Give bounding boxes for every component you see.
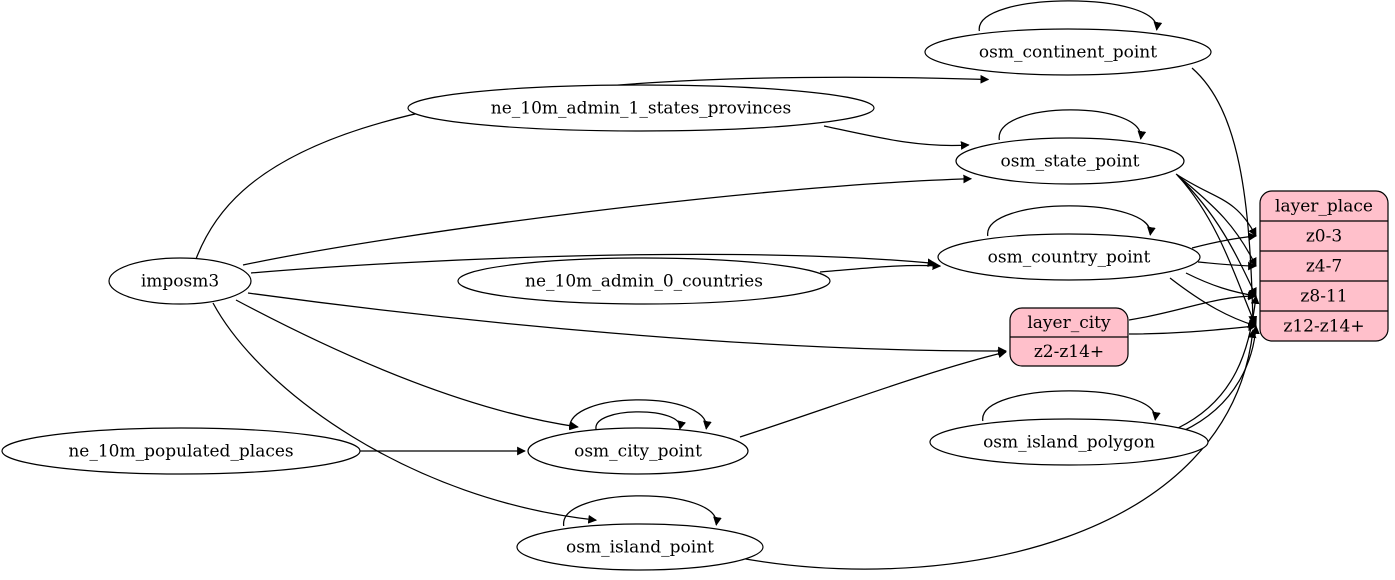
edge-imposm3-to-osm_continent_point-0: [195, 74, 990, 260]
edge-imposm3-to-osm_island_point-5: [212, 302, 598, 524]
node-ne_states[interactable]: ne_10m_admin_1_states_provinces: [407, 84, 875, 132]
edges-layer: [195, 0, 1260, 570]
edge-ne_states-to-osm_state_point-6: [823, 125, 970, 150]
edge-ne_countries-to-osm_country_point-7: [819, 261, 942, 273]
edge-osm_country_point-to-layer_place-z8-11-23: [1185, 272, 1257, 300]
edge-osm_state_point-to-layer_place-z12-z14+-20: [1178, 176, 1257, 327]
node-osm_island_point[interactable]: osm_island_point: [516, 523, 764, 571]
edge-osm_island_point-to-layer_place-z12-z14+-29: [739, 329, 1257, 570]
edge-osm_island_polygon-to-osm_island_polygon-15: [982, 390, 1161, 422]
edge-layer_city-to-layer_place-z12-z14+-26: [1128, 322, 1257, 335]
edge-osm_state_point-to-layer_place-z0-3-17: [1175, 173, 1257, 237]
edge-osm_country_point-to-osm_country_point-11: [987, 205, 1156, 237]
edge-osm_city_point-to-osm_city_point-12: [569, 399, 712, 431]
node-osm_city_point[interactable]: osm_city_point: [527, 427, 749, 475]
node-ne_places[interactable]: ne_10m_populated_places: [1, 427, 361, 475]
edge-osm_state_point-to-osm_state_point-10: [998, 109, 1147, 141]
node-imposm3[interactable]: imposm3: [108, 257, 252, 305]
edge-osm_state_point-to-layer_place-z8-11-19: [1177, 175, 1257, 297]
edge-imposm3-to-osm_state_point-1: [242, 174, 973, 266]
node-osm_state_point[interactable]: osm_state_point: [955, 137, 1185, 185]
node-osm_continent_point[interactable]: osm_continent_point: [924, 28, 1212, 76]
edge-osm_state_point-to-layer_place-z4-7-18: [1176, 174, 1257, 267]
node-ne_countries[interactable]: ne_10m_admin_0_countries: [457, 257, 831, 305]
edge-osm_city_point-to-osm_city_point-13: [595, 411, 686, 431]
node-osm_country_point[interactable]: osm_country_point: [937, 233, 1201, 281]
edge-osm_island_polygon-to-layer_place-z12-z14+-28: [1182, 325, 1260, 432]
edge-osm_island_polygon-to-layer_place-z8-11-27: [1177, 295, 1260, 429]
edge-osm_continent_point-to-layer_place-z12-z14+-16: [1191, 67, 1258, 325]
edge-osm_island_point-to-osm_island_point-14: [563, 495, 722, 527]
edge-osm_continent_point-to-osm_continent_point-9: [978, 0, 1163, 32]
edge-imposm3-to-osm_country_point-2: [250, 253, 937, 274]
edge-osm_country_point-to-layer_place-z0-3-21: [1191, 232, 1257, 249]
nodes-layer: imposm3 ne_10m_admin_1_states_provincesne…: [1, 28, 1212, 571]
edge-osm_country_point-to-layer_place-z4-7-22: [1197, 261, 1257, 271]
edge-imposm3-to-osm_city_point-4: [235, 299, 579, 431]
edge-imposm3-to-layer_city-3: [247, 292, 1007, 356]
node-osm_island_polygon[interactable]: osm_island_polygon: [929, 418, 1209, 466]
edge-layer_city-to-layer_place-z8-11-25: [1128, 291, 1257, 321]
edge-osm_city_point-to-layer_city-30: [739, 349, 1007, 438]
